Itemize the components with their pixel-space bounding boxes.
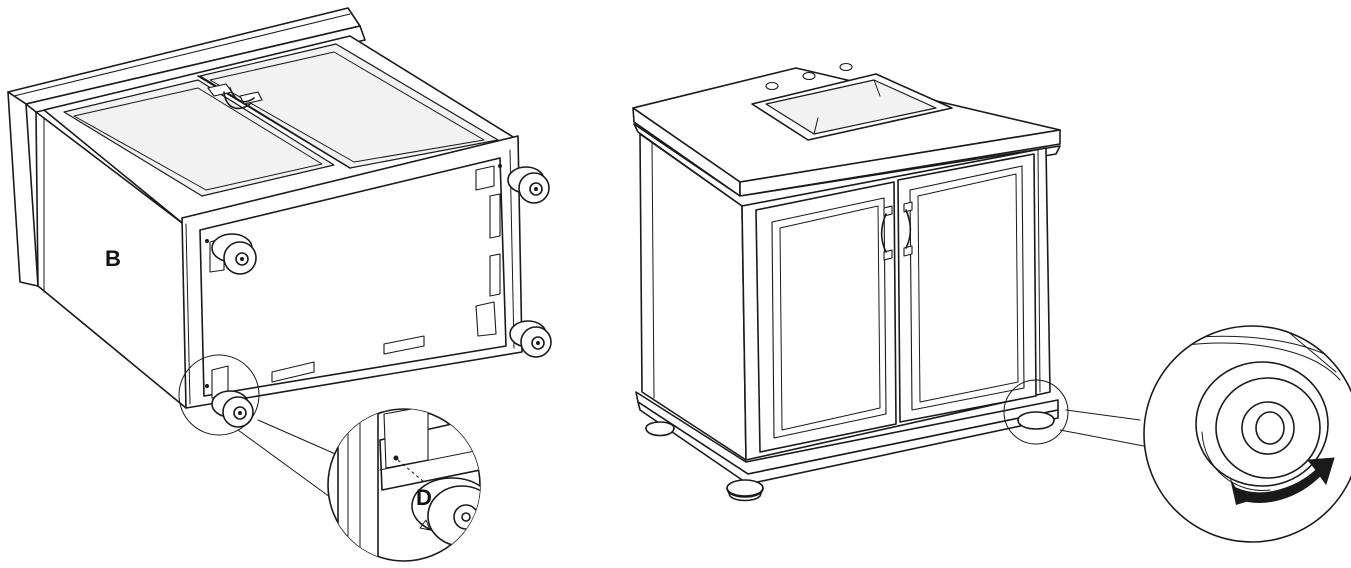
inverted-cabinet [7, 7, 552, 501]
vanity-foot-back-left [645, 421, 675, 437]
assembled-vanity [632, 62, 1145, 502]
foot-rotation-detail [1143, 325, 1351, 543]
bun-foot-4 [211, 390, 254, 428]
left-door-panel [771, 197, 887, 439]
label-side-panel-b: B [105, 246, 121, 271]
faucet-hole-center [802, 71, 816, 81]
rotate-arrow-tail-icon [1230, 478, 1252, 505]
bun-foot-1 [211, 233, 257, 275]
top-edge-left [7, 91, 39, 287]
top-molding [25, 25, 366, 113]
foot-detail-magnified [327, 408, 481, 562]
vanity-callout-circle [1003, 379, 1069, 445]
face-frame-opening [199, 157, 507, 397]
bun-foot-2 [507, 166, 550, 204]
faucet-hole-left [765, 81, 779, 91]
bottom-panel-left [63, 79, 335, 197]
door-handles [880, 201, 913, 261]
door-handle-hardware [207, 83, 263, 110]
label-foot-d: D [416, 485, 432, 510]
faucet-hole-right [839, 62, 853, 72]
vanity-foot-front-left [726, 479, 764, 502]
countertop-front-right [739, 129, 1061, 197]
right-door-panel [909, 165, 1025, 411]
vanity-foot-front-right [1017, 411, 1055, 430]
detail-callout-circle [178, 354, 260, 436]
bun-foot-3 [509, 320, 552, 358]
sink-basin [765, 79, 937, 135]
mounting-cleats [271, 193, 501, 383]
